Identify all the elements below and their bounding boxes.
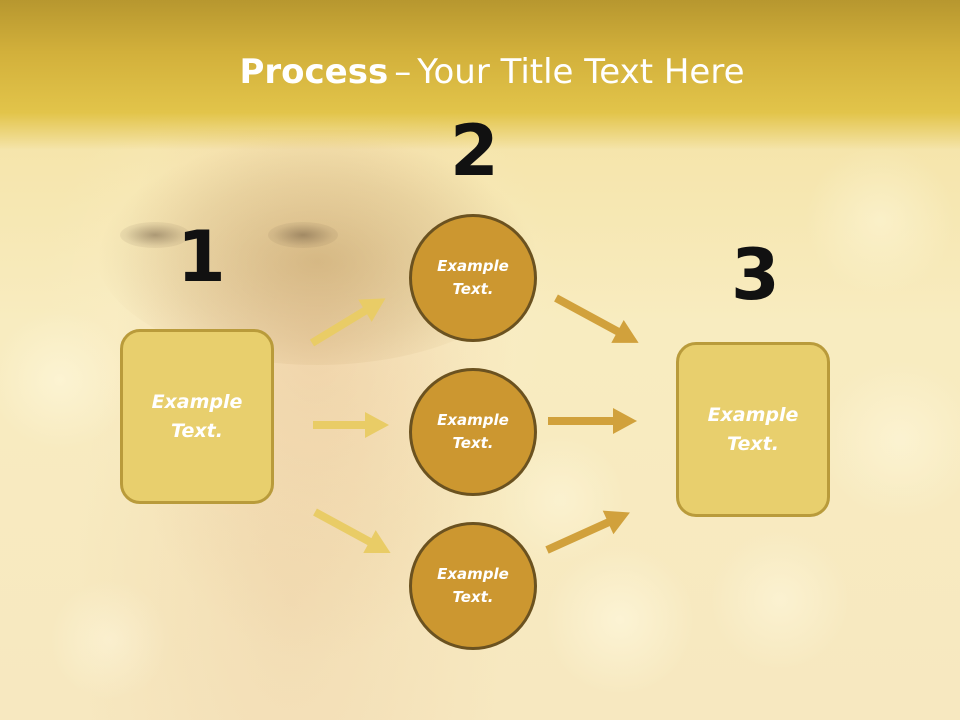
step-number-3: 3 bbox=[731, 234, 780, 316]
left-box-line-2: Text. bbox=[171, 419, 223, 442]
circle-bottom-line-2: Text. bbox=[452, 588, 494, 606]
circle-middle-line-2: Text. bbox=[452, 434, 494, 452]
left-box-line-1: Example bbox=[151, 390, 243, 413]
arrow-left-to-middle bbox=[313, 412, 389, 438]
arrow-top-to-right bbox=[554, 294, 639, 343]
right-box-line-1: Example bbox=[707, 403, 799, 426]
title-bold: Process bbox=[239, 52, 389, 92]
circle-middle-line-1: Example bbox=[437, 411, 509, 429]
step-number-1: 1 bbox=[177, 216, 226, 298]
right-box-line-2: Text. bbox=[727, 432, 779, 455]
right-text-box: Example Text. bbox=[676, 342, 830, 517]
title-bar bbox=[0, 0, 960, 150]
left-arrows bbox=[309, 298, 391, 554]
arrow-left-to-top bbox=[309, 298, 386, 347]
title-separator: – bbox=[394, 52, 412, 92]
left-text-box: Example Text. bbox=[120, 329, 274, 504]
circle-middle: Example Text. bbox=[409, 368, 537, 496]
arrow-middle-to-right bbox=[548, 408, 637, 434]
arrow-bottom-to-right bbox=[545, 510, 630, 554]
left-eye-image bbox=[120, 222, 190, 248]
slide-title: Process–Your Title Text Here bbox=[0, 52, 960, 92]
title-rest: Your Title Text Here bbox=[417, 52, 745, 92]
circle-top-line-1: Example bbox=[437, 257, 509, 275]
circle-top-line-2: Text. bbox=[452, 280, 494, 298]
step-number-2: 2 bbox=[450, 110, 499, 192]
circle-bottom-line-1: Example bbox=[437, 565, 509, 583]
right-eye-image bbox=[268, 222, 338, 248]
circle-bottom: Example Text. bbox=[409, 522, 537, 650]
right-arrows bbox=[545, 294, 639, 554]
circle-top: Example Text. bbox=[409, 214, 537, 342]
arrow-left-to-bottom bbox=[313, 508, 391, 554]
